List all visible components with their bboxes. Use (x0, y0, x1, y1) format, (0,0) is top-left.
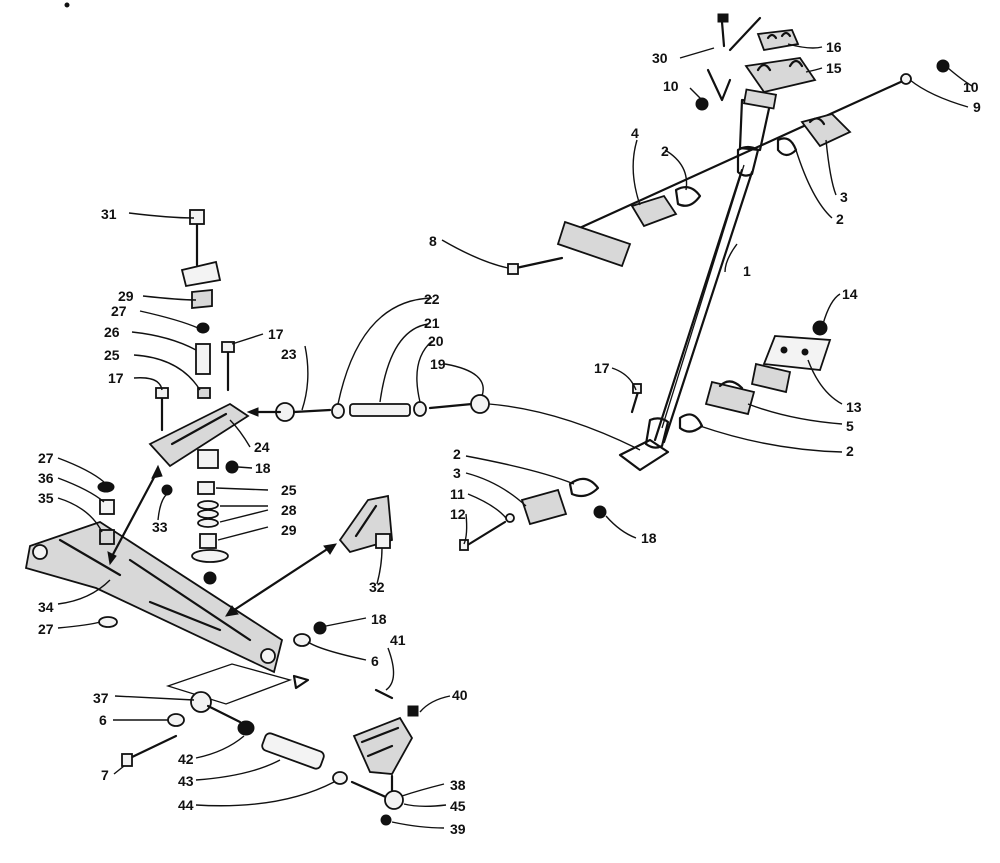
right-bracket-parts (678, 320, 832, 433)
part-label: 25 (281, 482, 297, 498)
part-label: 27 (38, 450, 54, 466)
part-label: 22 (424, 291, 440, 307)
part-label: 35 (38, 490, 54, 506)
upper-shaft-assembly (507, 59, 950, 275)
part-label: 11 (450, 486, 465, 502)
part-label: 18 (255, 460, 271, 476)
part-label: 9 (973, 99, 981, 115)
lower-clamp-parts (459, 383, 642, 551)
stray-mark (64, 2, 70, 8)
part-label: 24 (254, 439, 270, 455)
part-label: 15 (826, 60, 842, 76)
part-label: 34 (38, 599, 54, 615)
parts-artwork (24, 2, 950, 826)
part-label: 17 (594, 360, 610, 376)
part-label: 32 (369, 579, 385, 595)
part-label: 14 (842, 286, 858, 302)
part-label: 6 (99, 712, 107, 728)
part-label: 23 (281, 346, 297, 362)
part-label: 18 (641, 530, 657, 546)
tie-rod-lower (121, 621, 419, 826)
part-label: 17 (268, 326, 284, 342)
part-label: 3 (840, 189, 848, 205)
part-label: 44 (178, 797, 194, 813)
part-label: 25 (104, 347, 120, 363)
part-label: 36 (38, 470, 54, 486)
part-label: 40 (452, 687, 468, 703)
part-label: 27 (38, 621, 54, 637)
leader-lines (57, 43, 973, 829)
part-label: 2 (453, 446, 461, 462)
part-label: 2 (836, 211, 844, 227)
tie-rod-upper (275, 394, 641, 451)
part-label: 3 (453, 465, 461, 481)
part-label: 18 (371, 611, 387, 627)
part-label: 42 (178, 751, 194, 767)
part-label: 28 (281, 502, 297, 518)
part-label: 26 (104, 324, 120, 340)
part-label: 38 (450, 777, 466, 793)
part-label: 21 (424, 315, 440, 331)
part-label: 43 (178, 773, 194, 789)
part-label: 12 (450, 506, 466, 522)
left-steering-arm-stack (148, 209, 250, 585)
drag-link-bar (24, 481, 284, 674)
right-steering-arm (338, 494, 393, 554)
part-label: 45 (450, 798, 466, 814)
part-label: 13 (846, 399, 862, 415)
part-label: 39 (450, 821, 466, 837)
part-label: 29 (281, 522, 297, 538)
part-label: 41 (390, 632, 406, 648)
part-label: 17 (108, 370, 124, 386)
part-label: 20 (428, 333, 444, 349)
part-label: 29 (118, 288, 134, 304)
part-label: 1 (743, 263, 751, 279)
part-label: 33 (152, 519, 168, 535)
part-label: 8 (429, 233, 437, 249)
part-number-labels: 30 16 15 10 10 9 4 2 3 2 8 1 14 13 5 2 1… (38, 39, 981, 837)
part-label: 10 (963, 79, 979, 95)
part-label: 2 (661, 143, 669, 159)
part-label: 6 (371, 653, 379, 669)
part-label: 7 (101, 767, 109, 783)
part-label: 5 (846, 418, 854, 434)
part-label: 30 (652, 50, 668, 66)
part-label: 4 (631, 125, 639, 141)
steering-column (618, 88, 778, 472)
part-label: 19 (430, 356, 446, 372)
part-label: 27 (111, 303, 127, 319)
part-label: 10 (663, 78, 679, 94)
part-label: 16 (826, 39, 842, 55)
upper-clamp-parts (706, 13, 817, 102)
part-label: 2 (846, 443, 854, 459)
assembly-arrows (107, 407, 337, 617)
part-label: 37 (93, 690, 109, 706)
part-label: 31 (101, 206, 117, 222)
